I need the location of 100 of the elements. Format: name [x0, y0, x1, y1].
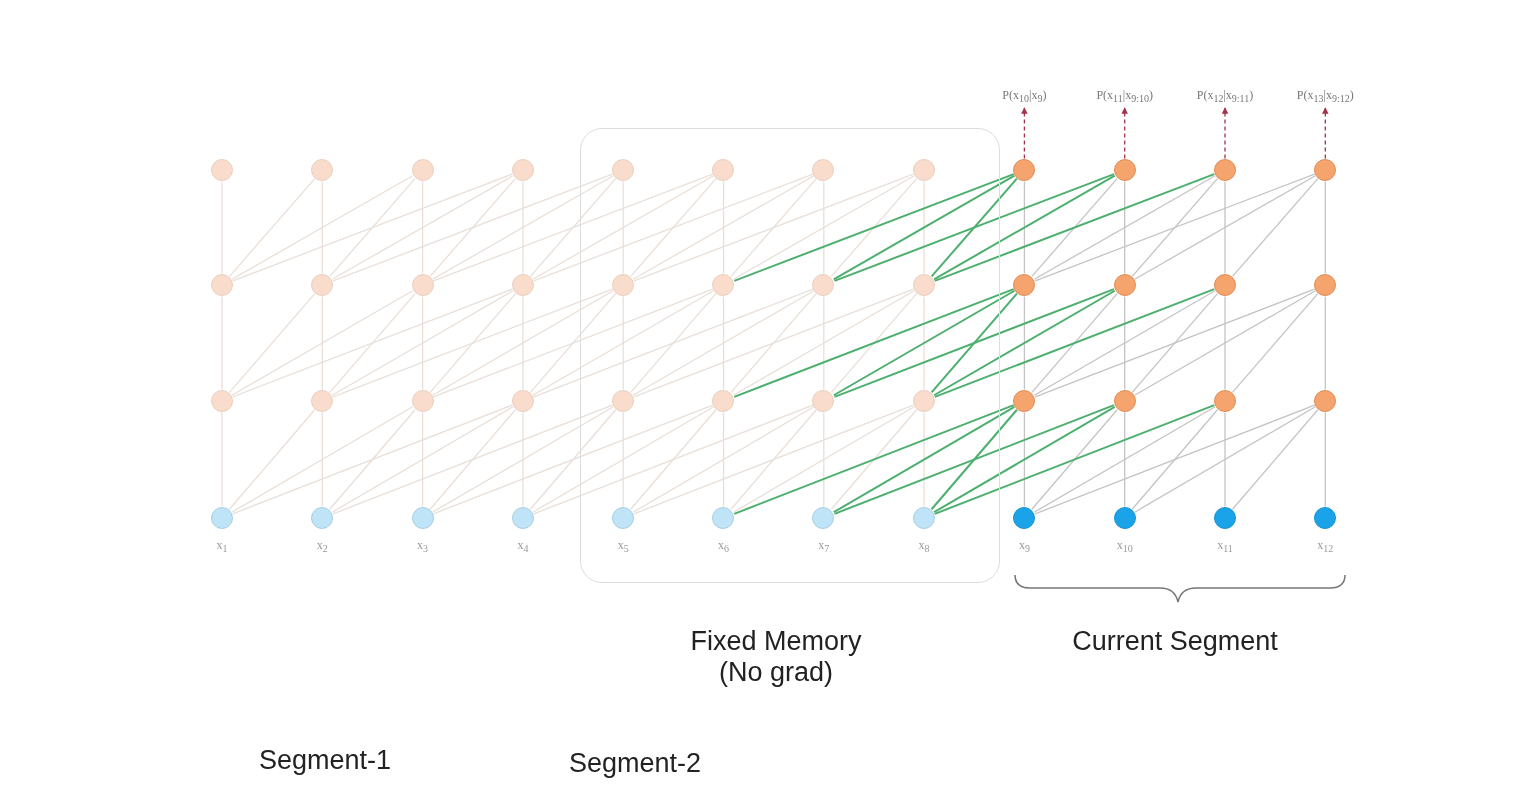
token-label: x$_{5}$: [617, 538, 629, 555]
hidden-node-circle: [511, 390, 534, 412]
connection-line: [331, 290, 514, 396]
token-label: x$_{12}$: [1317, 538, 1334, 555]
connection-line: [1131, 409, 1219, 510]
connection-line: [432, 173, 714, 282]
connection-line: [231, 406, 414, 513]
segment-label: Current Segment: [1071, 626, 1279, 657]
connection-line: [1324, 180, 1326, 275]
connection-line: [933, 288, 1216, 398]
hidden-node-circle: [211, 159, 233, 181]
input-node-circle: [912, 506, 935, 529]
hidden-node-circle: [1113, 159, 1136, 181]
connection-line: [632, 290, 815, 396]
connection-line: [532, 404, 814, 515]
connection-line: [832, 174, 1016, 281]
connection-line: [529, 409, 617, 510]
connection-line: [832, 289, 1016, 397]
connection-line: [332, 288, 614, 398]
hidden-node-circle: [1314, 390, 1337, 412]
connection-line: [933, 174, 1116, 281]
connection-line: [232, 288, 513, 398]
connection-line: [431, 406, 614, 513]
connection-line: [632, 175, 815, 280]
connection-line: [1034, 173, 1316, 282]
input-node-circle: [511, 507, 534, 529]
connection-line: [732, 406, 915, 513]
input-node-circle: [1113, 507, 1136, 529]
arrow: [1322, 107, 1329, 160]
connection-line: [830, 409, 918, 510]
token-label: x$_{8}$: [918, 538, 930, 555]
connection-line: [321, 411, 323, 508]
connection-line: [1324, 411, 1326, 508]
hidden-node-circle: [611, 389, 634, 412]
token-label: x$_{1}$: [216, 538, 228, 555]
hidden-node-circle: [411, 159, 434, 181]
arrow: [1021, 107, 1028, 160]
input-node-circle: [611, 506, 634, 529]
connection-line: [532, 406, 715, 513]
input-node-circle: [1314, 507, 1337, 529]
input-node-circle: [712, 506, 734, 529]
connection-line: [633, 404, 915, 515]
hidden-node-circle: [1214, 390, 1236, 412]
connection-line: [833, 288, 1115, 398]
connection-line: [429, 293, 517, 393]
connection-line: [421, 295, 424, 391]
hidden-node-circle: [712, 273, 734, 296]
input-node-circle: [812, 506, 835, 529]
hidden-node-circle: [812, 158, 835, 181]
connection-line: [533, 288, 814, 398]
probability-label: P(x$_{12}$|x$_{9:11}$): [1196, 88, 1254, 105]
hidden-node-circle: [211, 390, 233, 412]
input-node-circle: [311, 507, 334, 529]
hidden-node-circle: [411, 274, 434, 296]
arrow: [1221, 107, 1229, 160]
connection-line: [732, 290, 915, 396]
connection-line: [732, 175, 915, 280]
connection-line: [1134, 175, 1316, 280]
segment-label: Segment-1: [257, 745, 393, 776]
connection-line: [832, 405, 1016, 514]
token-label: x$_{11}$: [1217, 538, 1233, 555]
token-label: x$_{7}$: [818, 538, 830, 555]
memory-frame: [580, 128, 1000, 583]
input-node-circle: [211, 507, 233, 529]
connection-line: [1231, 409, 1319, 510]
hidden-node-circle: [1113, 390, 1136, 412]
connection-line: [332, 404, 614, 515]
connection-line: [823, 411, 825, 508]
token-label: x$_{9}$: [1018, 538, 1030, 555]
hidden-node-circle: [311, 159, 334, 181]
connection-line: [933, 404, 1216, 515]
connection-line: [1124, 295, 1126, 391]
connection-line: [431, 175, 614, 280]
hidden-node-circle: [1013, 274, 1036, 296]
connection-line: [329, 409, 416, 510]
connection-line: [529, 178, 617, 277]
token-label: x$_{10}$: [1116, 538, 1133, 555]
input-node-circle: [1013, 507, 1036, 529]
connection-line: [1124, 180, 1126, 275]
connection-line: [833, 404, 1115, 515]
connection-line: [1131, 178, 1219, 277]
connection-line: [730, 293, 817, 393]
connection-line: [833, 173, 1115, 282]
connection-line: [1134, 290, 1316, 396]
connection-line: [429, 178, 516, 277]
connection-line: [830, 178, 918, 277]
hidden-node-circle: [1214, 274, 1236, 296]
connection-line: [730, 178, 817, 277]
connection-line: [722, 411, 725, 508]
hidden-node-circle: [511, 274, 534, 296]
hidden-node-circle: [912, 158, 935, 181]
connection-line: [533, 173, 814, 282]
connection-line: [329, 178, 416, 277]
hidden-node-circle: [611, 273, 634, 296]
connection-line: [733, 173, 1015, 282]
connection-line: [823, 180, 825, 275]
connection-line: [232, 404, 513, 515]
connection-line: [1031, 178, 1118, 277]
connection-line: [633, 288, 914, 398]
connection-line: [332, 173, 614, 282]
